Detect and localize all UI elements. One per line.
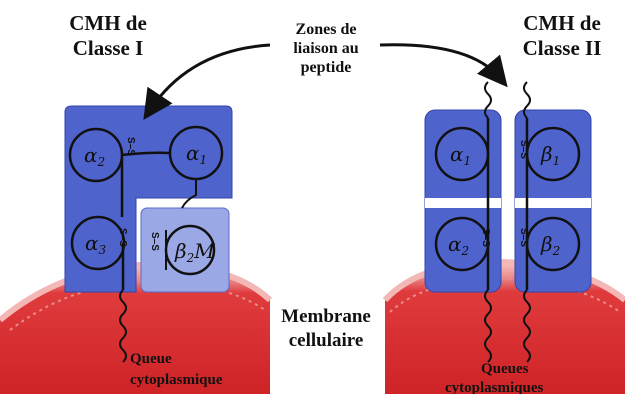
class2-tail-label-line2: cytoplasmiques (445, 380, 544, 394)
class1-title-line2: Classe I (73, 36, 144, 60)
membrane-label-line1: Membrane (281, 306, 371, 327)
class1-tail-label-line2: cytoplasmique (130, 372, 223, 388)
arrow-to-class1 (150, 45, 270, 110)
class1-title-line1: CMH de (69, 11, 147, 35)
binding-zone-label-line2: liaison au (293, 40, 358, 57)
binding-zone-label-line3: peptide (301, 59, 352, 76)
beta2m-label: β2M (174, 239, 215, 265)
class2-title-line2: Classe II (523, 36, 602, 60)
disulfide-bond-class1-alpha2: S–S (125, 137, 136, 156)
binding-zone-label-line1: Zones de (296, 21, 357, 38)
disulfide-bond-class1-alpha3: S–S (117, 228, 128, 247)
class2-title-line1: CMH de (523, 11, 601, 35)
class1-tail-label-line1: Queue (130, 351, 172, 367)
disulfide-bond-class2-beta2: S–S (518, 228, 529, 247)
class2-tail-label-line1: Queues (481, 361, 529, 377)
disulfide-bond-class2-alpha2: S–S (480, 228, 491, 247)
arrow-to-class2 (380, 45, 500, 78)
disulfide-bond-beta2m: S–S (149, 232, 160, 251)
membrane-label-line2: cellulaire (289, 330, 364, 351)
disulfide-bond-class2-beta1: S–S (518, 140, 529, 159)
